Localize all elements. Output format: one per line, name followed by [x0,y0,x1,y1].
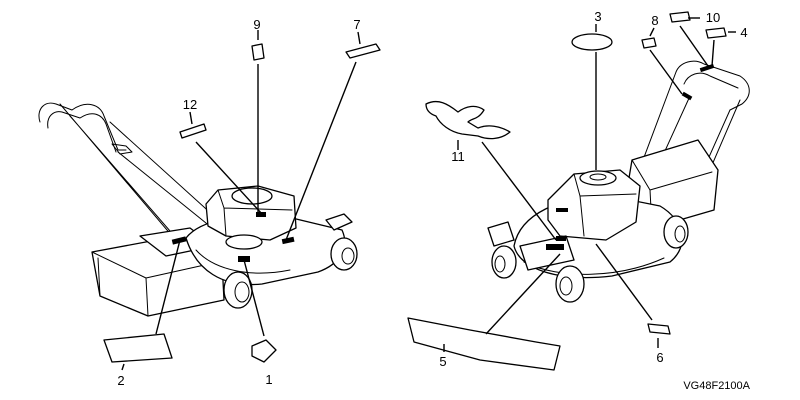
leader-10 [679,25,709,67]
decal-mark-engine-r [556,208,568,212]
engine-edges [217,189,293,237]
label-9-shape [251,43,265,61]
engine-base [225,234,263,250]
front-wheel-hub [341,247,355,265]
leader-2 [155,239,181,335]
callout-9: 9 [253,17,260,32]
front-wheel [330,237,358,271]
label-2-shape [103,333,173,363]
label-6-shape [647,323,671,335]
decal-mark-front-r [546,244,564,250]
handle-arms [59,103,237,255]
mower-left [38,102,358,317]
leader-8 [649,49,683,95]
label-10-shape [669,11,691,23]
handle-bar-r [675,60,750,111]
fuel-cap-inner [589,173,607,181]
leader-8-stub [649,27,655,37]
decal-mark-handle-side [681,91,693,101]
callout-numbers: 1 2 3 4 5 6 7 8 9 10 11 12 [117,9,747,388]
leader-6 [595,243,653,321]
callout-6: 6 [656,350,663,365]
callout-11: 11 [451,149,465,164]
callout-5: 5 [439,354,446,369]
deck-rim [195,249,291,274]
label-11-shape [425,100,511,140]
label-5-shape [407,317,561,371]
fuel-cap-r [579,170,617,186]
labels-left [103,43,381,363]
label-1-shape [251,339,277,363]
decal-mark-guard-r [556,236,566,241]
grass-bag-edges [91,251,219,317]
leader-12 [195,141,263,215]
mid-wheel-r-hub [559,276,573,296]
callout-10: 10 [706,10,720,25]
label-12-shape [179,123,207,139]
labels-right [407,11,727,371]
label-8-shape [641,37,657,49]
decal-mark-deck [238,256,250,262]
callout-8: 8 [651,13,658,28]
handle-lever [111,143,133,155]
label-7-shape [345,43,381,59]
fuel-cap [231,187,273,205]
leader-7-stub [357,31,361,45]
leader-12-stub [189,111,193,125]
rear-wheel [223,271,253,309]
decal-mark-rear [281,236,295,245]
decal-mark-bag [171,236,187,245]
rear-wheel-r-hub [674,225,686,243]
leader-1 [243,259,265,337]
decal-mark-engine [256,212,266,217]
rear-wheel-hub [234,281,250,303]
height-adjuster [325,213,353,231]
handle-bar [38,102,127,153]
front-wheel-r-hub [494,255,506,273]
mid-wheel-r [555,265,585,303]
leaders-right [443,17,736,352]
front-wheel-r [491,245,517,279]
mower-right [487,60,750,303]
leader-11 [481,141,557,241]
callout-2: 2 [117,373,124,388]
leader-5 [485,253,561,335]
engine [205,185,297,241]
callout-4: 4 [740,25,747,40]
callout-7: 7 [353,17,360,32]
leader-7 [285,61,357,241]
label-4-shape [705,27,727,39]
decal-mark-handle-top [699,63,715,73]
leaders-left [121,30,361,371]
rear-wheel-r [663,215,689,249]
diagram-code: VG48F2100A [683,380,750,392]
engine-edges-r [573,173,637,237]
leader-4 [711,39,715,67]
label-3-shape [571,33,613,51]
callout-12: 12 [183,97,197,112]
height-adjuster-r [487,221,515,247]
callout-1: 1 [265,372,272,387]
leader-2-stub [121,363,125,371]
callout-3: 3 [594,9,601,24]
